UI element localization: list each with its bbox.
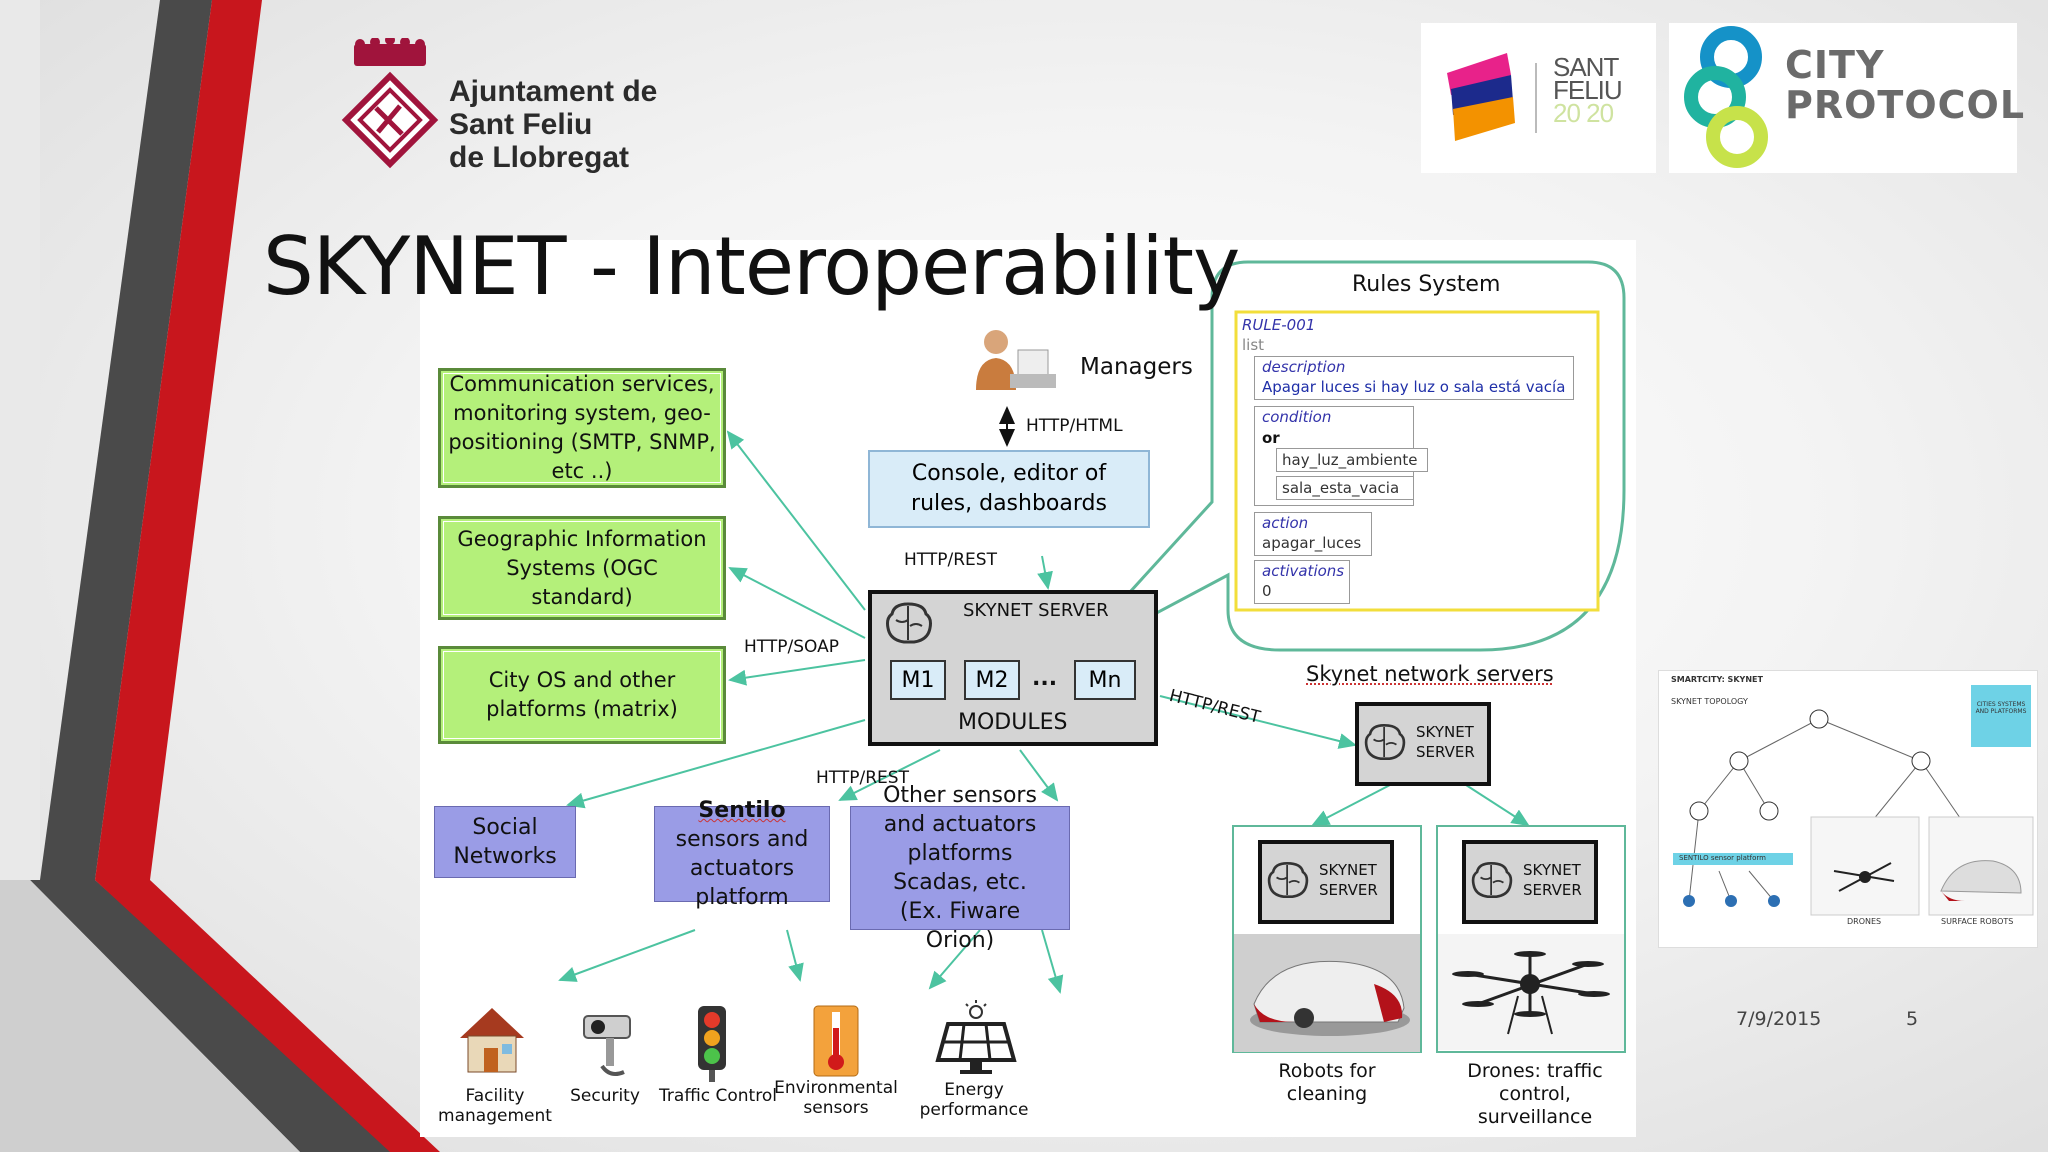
rule-activations-label: activations [1262,562,1345,580]
city-council-name: Ajuntament de Sant Feliu de Llobregat [449,75,657,174]
thermometer-icon [813,1005,859,1077]
rule-description-label: description [1262,358,1346,376]
http-soap-label: HTTP/SOAP [744,637,839,657]
other-platforms-box: Other sensors and actuators platforms Sc… [850,783,1070,953]
sentilo-title: Sentilo [698,798,786,823]
rule-list-label: list [1242,336,1265,354]
thumbnail-city-box: CITIES SYSTEMS AND PLATFORMS [1975,701,2027,715]
server-line-1: SKYNET [1319,861,1377,879]
sant-feliu-logo: SANT FELIU 20 20 [1421,23,1656,173]
rules-system-title: Rules System [1352,272,1501,297]
brain-icon [1364,723,1406,761]
server-line-2: SERVER [1319,881,1378,899]
robot-server-text: SKYNET SERVER [1319,860,1378,900]
slide-page-number: 5 [1906,1008,1919,1030]
http-html-label: HTTP/HTML [1026,416,1123,436]
device-environmental-label: Environmental sensors [774,1078,898,1118]
skynet-server-title: SKYNET SERVER [963,600,1109,621]
device-security-label: Security [570,1086,640,1106]
server-line-1: SKYNET [1523,861,1581,879]
topology-tree [1673,685,2034,916]
drone-image [1438,934,1624,1050]
topology-thumbnail: SMARTCITY: SKYNET SKYNET TOPOLOGY SENTIL… [1658,670,2038,948]
city-council-crest-icon [341,38,439,169]
diagram-connectors [558,406,1530,994]
city-council-line-2: Sant Feliu [449,108,593,141]
rule-description-value: Apagar luces si hay luz o sala está vací… [1262,378,1566,396]
rule-condition-or: or [1262,429,1280,447]
traffic-light-icon [698,1006,726,1082]
city-protocol-text-1: CITY [1785,43,1885,87]
thumbnail-subheader: SKYNET TOPOLOGY [1671,697,1748,706]
rule-activations-box [1254,560,1350,604]
robot-skynet-server [1258,840,1394,924]
social-networks-box: Social Networks [434,806,576,878]
device-energy-label: Energy performance [919,1080,1029,1120]
thumbnail-drones: DRONES [1847,917,1882,926]
modules-label: MODULES [958,710,1068,735]
rule-condition-1: hay_luz_ambiente [1282,451,1418,469]
city-council-line-1: Ajuntament de [449,75,658,108]
house-icon [460,1008,524,1073]
brain-icon [1471,861,1513,899]
brain-icon [886,602,932,644]
device-facility-label: Facility management [438,1086,552,1126]
rule-description-box [1254,356,1574,400]
interoperability-diagram: Rules System RULE-001 list description A… [420,240,1636,1137]
sant-feliu-text-2: FELIU [1553,75,1623,105]
sant-feliu-s-icon [1447,53,1515,141]
slide-title: SKYNET - Interoperability [263,220,1240,313]
robots-label: Robots for cleaning [1278,1060,1376,1105]
gis-box: Geographic Information Systems (OGC stan… [438,516,726,620]
rule-activations-value: 0 [1262,582,1272,600]
city-council-line-3: de Llobregat [449,141,630,174]
network-servers-title: Skynet network servers [1306,662,1554,686]
thumbnail-header: SMARTCITY: SKYNET [1671,675,1763,684]
console-box: Console, editor of rules, dashboards [868,450,1150,528]
rule-action-value: apagar_luces [1262,534,1362,552]
sant-feliu-text-1: SANT [1553,52,1619,82]
solar-panel-icon [935,1000,1017,1074]
http-rest-bottom-label: HTTP/REST [816,768,909,788]
server-line-2: SERVER [1523,881,1582,899]
sentilo-box: Sentilo sensors and actuators platform [654,798,830,910]
sant-feliu-year: 20 20 [1553,98,1614,128]
rule-id: RULE-001 [1242,316,1316,334]
sentilo-description: sensors and actuators platform [675,827,809,910]
device-traffic-label: Traffic Control [659,1086,777,1106]
rule-condition-2: sala_esta_vacia [1282,479,1400,497]
server-line-1: SKYNET [1416,723,1474,741]
security-camera-icon [583,1015,631,1076]
communication-services-box: Communication services, monitoring syste… [438,368,726,488]
rule-condition-2-box [1276,476,1414,500]
server-line-2: SERVER [1416,743,1475,761]
module-ellipsis: ... [1032,666,1058,691]
drone-skynet-server [1462,840,1598,924]
rule-action-label: action [1262,514,1309,532]
drones-label: Drones: traffic control, surveillance [1467,1060,1603,1128]
rule-condition-1-box [1276,448,1428,472]
rule-condition-label: condition [1262,408,1332,426]
module-m2: M2 [964,660,1020,700]
brain-icon [1267,861,1309,899]
city-protocol-rings-icon [1684,26,1768,168]
city-protocol-text-2: PROTOCOL [1785,83,2026,127]
thumbnail-sentilo: SENTILO sensor platform [1679,854,1766,862]
managers-icon [976,330,1056,390]
module-m1: M1 [890,660,946,700]
managers-label: Managers [1080,354,1193,380]
city-os-box: City OS and other platforms (matrix) [438,646,726,744]
network-skynet-server [1355,702,1491,786]
cleaning-robot-image [1234,934,1420,1052]
thumbnail-robots: SURFACE ROBOTS [1941,917,2014,926]
http-rest-top-label: HTTP/REST [904,550,997,570]
module-mn: Mn [1074,660,1136,700]
network-server-text: SKYNET SERVER [1416,722,1475,762]
city-protocol-logo: CITY PROTOCOL [1669,23,2024,173]
rule-action-box [1254,512,1372,556]
slide-date: 7/9/2015 [1736,1008,1822,1030]
drone-server-text: SKYNET SERVER [1523,860,1582,900]
